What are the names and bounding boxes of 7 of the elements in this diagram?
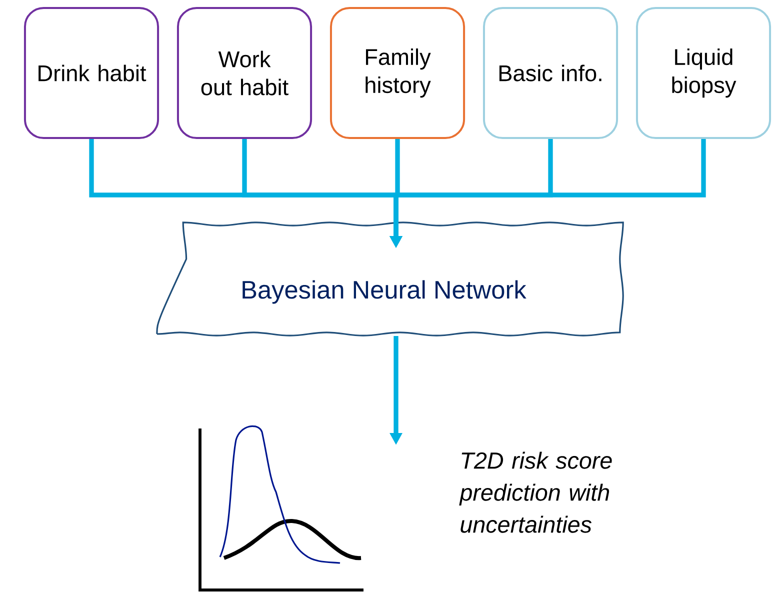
result-caption: T2D risk score prediction with uncertainties [459, 452, 612, 533]
input-box: Work out habit [176, 7, 312, 139]
input-box: Basic info. [482, 7, 618, 139]
input-box: Drink habit [24, 7, 160, 139]
input-box: Family history [330, 7, 466, 139]
input-box: Liquid biopsy [636, 7, 772, 139]
network-box: Bayesian Neural Network [156, 222, 624, 336]
